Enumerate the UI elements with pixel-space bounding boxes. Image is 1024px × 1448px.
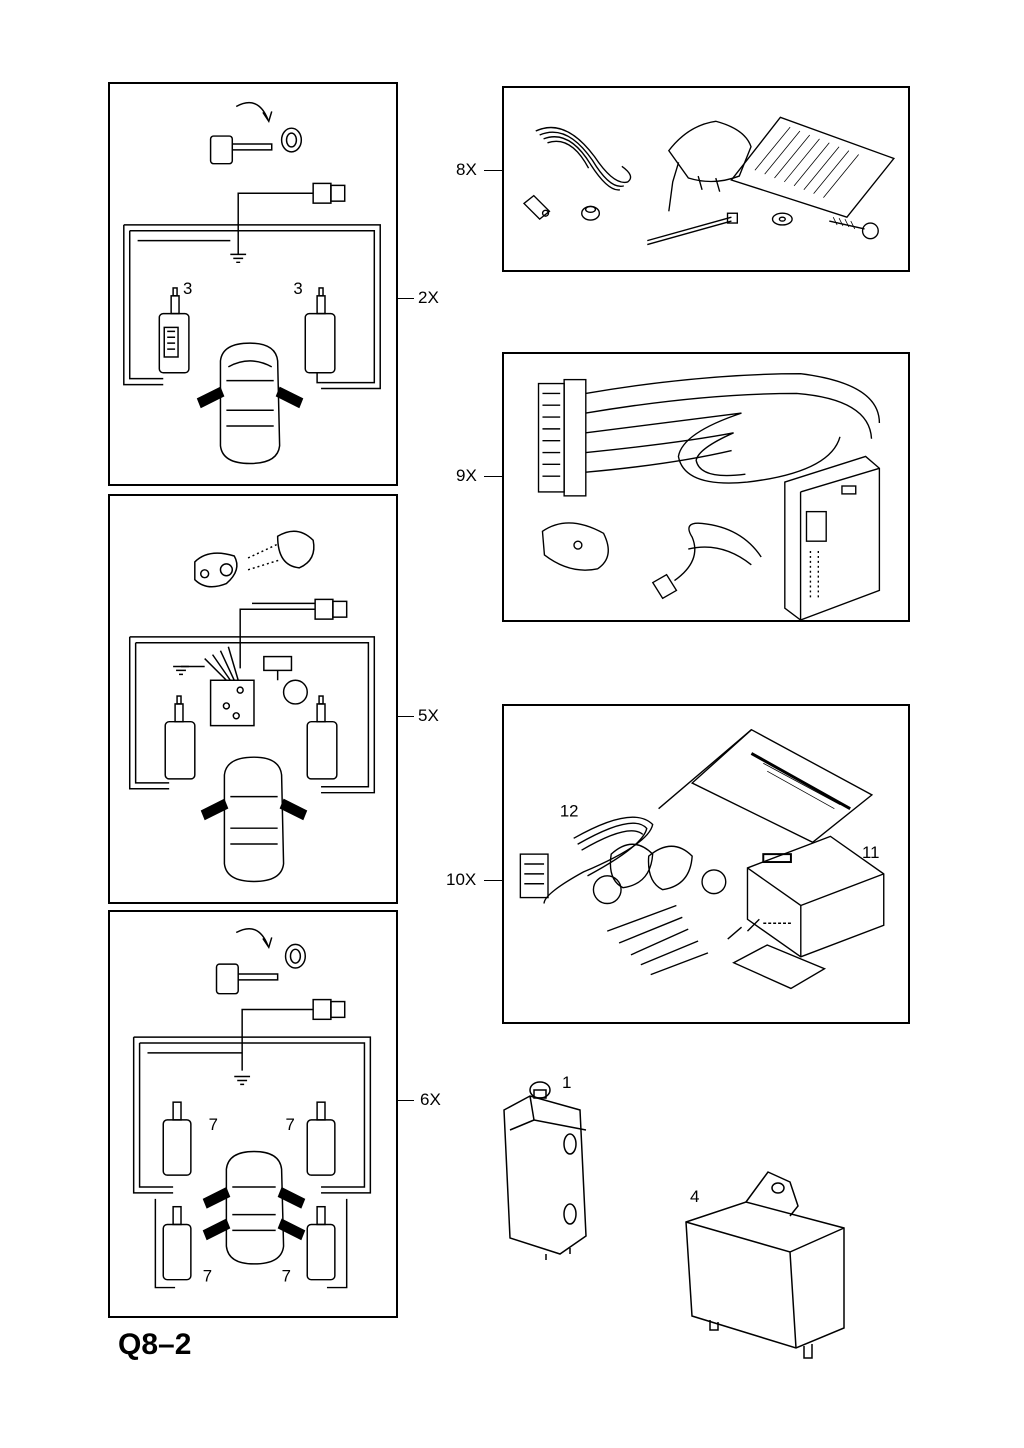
part-number-3-left: 3	[183, 279, 192, 298]
part-number-3-right: 3	[293, 279, 302, 298]
panel-central-locking-2x: 3 3	[108, 82, 398, 486]
part-number-7-top-left: 7	[209, 1115, 218, 1134]
callout-leader-6x	[398, 1100, 414, 1101]
callout-leader-10x	[484, 880, 502, 881]
callout-10x: 10X	[446, 870, 477, 889]
callout-leader-8x	[484, 170, 502, 171]
part-1-lock-switch: 1	[503, 1073, 587, 1260]
central-locking-2door-diagram: 3 3	[123, 101, 381, 465]
part-number-7-bottom-right: 7	[282, 1267, 291, 1286]
part-number-11: 11	[862, 843, 879, 862]
part-number-1: 1	[562, 1073, 571, 1092]
callout-9x: 9X	[456, 466, 477, 485]
panel-alarm-system-10x: 12 11	[502, 704, 910, 1024]
callout-2x: 2X	[418, 288, 439, 307]
central-locking-4door-diagram: 7 7 7 7	[132, 928, 372, 1289]
remote-central-locking-diagram	[128, 530, 376, 883]
part-4-relay-box: 4	[685, 1171, 845, 1359]
callout-8x: 8X	[456, 160, 477, 179]
part-number-12: 12	[560, 802, 579, 821]
callout-leader-5x	[398, 716, 414, 717]
part-number-7-top-right: 7	[286, 1115, 295, 1134]
panel-accessory-kit-8x	[502, 86, 910, 272]
panel-central-locking-6x: 7 7 7 7	[108, 910, 398, 1318]
page-label: Q8–2	[118, 1328, 192, 1361]
callout-5x: 5X	[418, 706, 439, 725]
alarm-system-kit-diagram: 12 11	[519, 728, 885, 990]
accessory-kit-diagram	[522, 116, 896, 246]
alarm-kit-diagram	[537, 373, 881, 620]
remote-fob-icon	[194, 552, 238, 588]
panel-remote-locking-5x	[108, 494, 398, 904]
panel-alarm-kit-9x	[502, 352, 910, 622]
callout-leader-9x	[484, 476, 502, 477]
callout-6x: 6X	[420, 1090, 441, 1109]
callout-leader-2x	[398, 298, 414, 299]
part-number-7-bottom-left: 7	[203, 1267, 212, 1286]
key-head-icon	[209, 135, 234, 165]
part-number-4: 4	[690, 1187, 699, 1206]
